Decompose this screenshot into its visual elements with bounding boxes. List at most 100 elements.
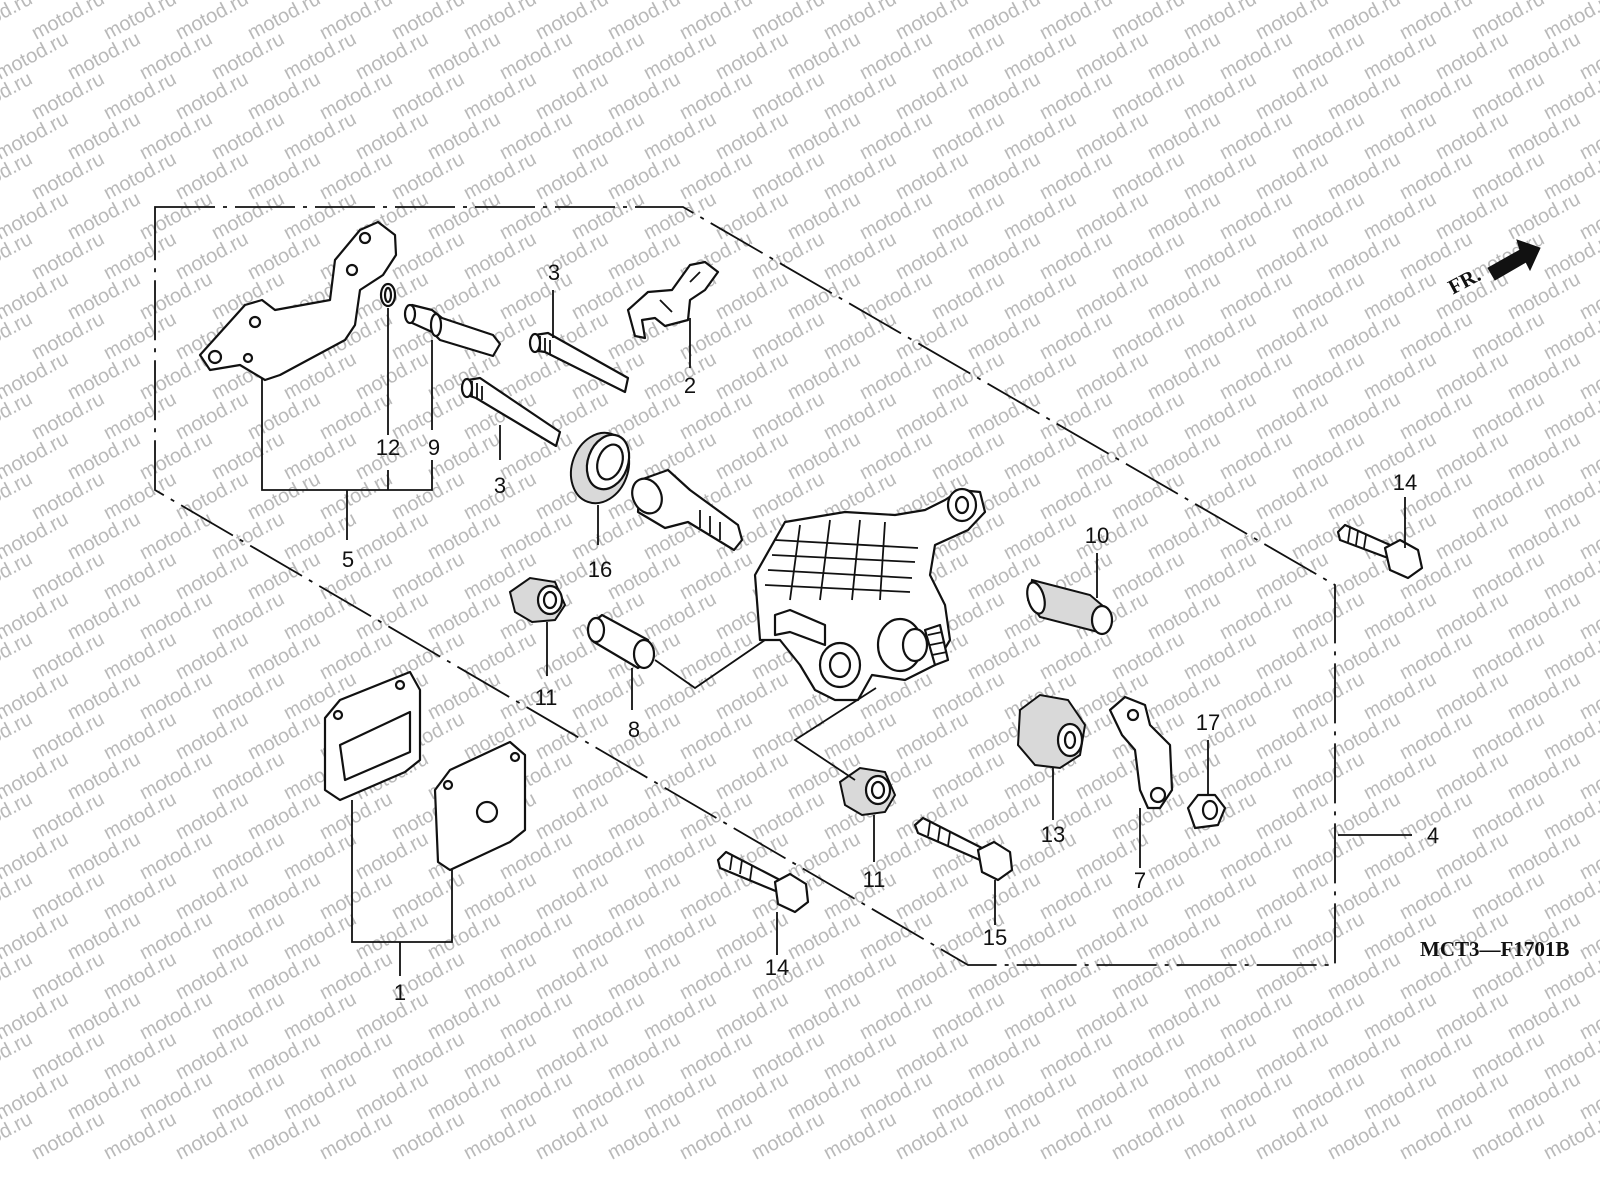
watermark-text: motod.ru — [1216, 828, 1296, 884]
watermark-text: motod.ru — [1036, 228, 1116, 284]
watermark-text: motod.ru — [1432, 588, 1512, 644]
watermark-text: motod.ru — [640, 1068, 720, 1124]
watermark-text: motod.ru — [1504, 828, 1584, 884]
watermark-text: motod.ru — [1036, 308, 1116, 364]
watermark-text: motod.ru — [28, 1028, 108, 1084]
watermark-text: motod.ru — [1288, 28, 1368, 84]
watermark-text: motod.ru — [1468, 1108, 1548, 1164]
watermark-text: motod.ru — [928, 28, 1008, 84]
watermark-text: motod.ru — [1180, 68, 1260, 124]
watermark-text: motod.ru — [208, 988, 288, 1044]
watermark-text: motod.ru — [100, 0, 180, 44]
watermark-text: motod.ru — [820, 1108, 900, 1164]
watermark-text: motod.ru — [64, 748, 144, 804]
watermark-text: motod.ru — [136, 908, 216, 964]
watermark-text: motod.ru — [1036, 0, 1116, 44]
watermark-text: motod.ru — [100, 628, 180, 684]
watermark-text: motod.ru — [1036, 148, 1116, 204]
watermark-text: motod.ru — [496, 428, 576, 484]
watermark-text: motod.ru — [280, 1068, 360, 1124]
watermark-text: motod.ru — [424, 108, 504, 164]
watermark-text: motod.ru — [1504, 748, 1584, 804]
callout-labels: 3 2 12 9 3 5 16 10 14 11 8 17 13 4 11 7 … — [342, 260, 1439, 1005]
watermark-text: motod.ru — [28, 148, 108, 204]
watermark-text: motod.ru — [64, 828, 144, 884]
watermark-text: motod.ru — [244, 388, 324, 444]
watermark-text: motod.ru — [100, 308, 180, 364]
watermark-text: motod.ru — [1252, 1028, 1332, 1084]
watermark-text: motod.ru — [460, 148, 540, 204]
watermark-text: motod.ru — [64, 588, 144, 644]
watermark-text: motod.ru — [1288, 1068, 1368, 1124]
watermark-text: motod.ru — [1180, 1028, 1260, 1084]
watermark-text: motod.ru — [1036, 948, 1116, 1004]
watermark-text: motod.ru — [748, 68, 828, 124]
watermark-text: motod.ru — [712, 28, 792, 84]
watermark-text: motod.ru — [496, 28, 576, 84]
watermark-text: motod.ru — [1432, 428, 1512, 484]
watermark-text: motod.ru — [208, 508, 288, 564]
watermark-text: motod.ru — [784, 1068, 864, 1124]
watermark-text: motod.ru — [1288, 908, 1368, 964]
watermark-text: motod.ru — [640, 188, 720, 244]
watermark-text: motod.ru — [316, 628, 396, 684]
watermark-text: motod.ru — [964, 148, 1044, 204]
watermark-text: motod.ru — [748, 788, 828, 844]
watermark-text: motod.ru — [1036, 628, 1116, 684]
watermark-text: motod.ru — [1144, 428, 1224, 484]
watermark-text: motod.ru — [1144, 1068, 1224, 1124]
callout-3-upper: 3 — [548, 260, 560, 285]
watermark-text: motod.ru — [928, 668, 1008, 724]
watermark-text: motod.ru — [352, 348, 432, 404]
watermark-text: motod.ru — [1432, 988, 1512, 1044]
watermark-text: motod.ru — [676, 628, 756, 684]
watermark-text: motod.ru — [172, 388, 252, 444]
watermark-text: motod.ru — [604, 868, 684, 924]
watermark-text: motod.ru — [568, 108, 648, 164]
watermark-text: motod.ru — [1180, 468, 1260, 524]
watermark-text: motod.ru — [1072, 188, 1152, 244]
watermark-text: motod.ru — [1216, 188, 1296, 244]
part-17-nut — [1186, 793, 1227, 830]
callout-5: 5 — [342, 547, 354, 572]
watermark-text: motod.ru — [856, 908, 936, 964]
watermark-text: motod.ru — [388, 68, 468, 124]
watermark-text: motod.ru — [136, 508, 216, 564]
watermark-text: motod.ru — [1396, 868, 1476, 924]
watermark-text: motod.ru — [1252, 868, 1332, 924]
watermark-text: motod.ru — [1216, 588, 1296, 644]
watermark-text: motod.ru — [1468, 388, 1548, 444]
watermark-text: motod.ru — [64, 188, 144, 244]
watermark-text: motod.ru — [1000, 988, 1080, 1044]
watermark-text: motod.ru — [1468, 308, 1548, 364]
watermark-text: motod.ru — [1216, 1068, 1296, 1124]
watermark-text: motod.ru — [460, 68, 540, 124]
watermark-text: motod.ru — [892, 0, 972, 44]
watermark-text: motod.ru — [1432, 28, 1512, 84]
watermark-text: motod.ru — [640, 348, 720, 404]
part-12-o-ring — [379, 282, 397, 308]
watermark-text: motod.ru — [928, 428, 1008, 484]
watermark-text: motod.ru — [568, 908, 648, 964]
watermark-text: motod.ru — [1504, 28, 1584, 84]
watermark-text: motod.ru — [352, 108, 432, 164]
watermark-text: motod.ru — [892, 228, 972, 284]
watermark-text: motod.ru — [208, 428, 288, 484]
watermark-text: motod.ru — [1288, 268, 1368, 324]
watermark-text: motod.ru — [964, 388, 1044, 444]
watermark-text: motod.ru — [64, 1068, 144, 1124]
callout-13: 13 — [1041, 822, 1065, 847]
watermark-text: motod.ru — [316, 788, 396, 844]
watermark-text: motod.ru — [316, 548, 396, 604]
watermark-text: motod.ru — [496, 988, 576, 1044]
watermark-text: motod.ru — [1072, 1068, 1152, 1124]
watermark-text: motod.ru — [1432, 748, 1512, 804]
watermark-text: motod.ru — [712, 268, 792, 324]
watermark-text: motod.ru — [352, 1068, 432, 1124]
watermark-text: motod.ru — [496, 188, 576, 244]
callout-8: 8 — [628, 717, 640, 742]
watermark-text: motod.ru — [280, 828, 360, 884]
watermark-text: motod.ru — [856, 1068, 936, 1124]
callout-10: 10 — [1085, 523, 1109, 548]
watermark-text: motod.ru — [1144, 828, 1224, 884]
